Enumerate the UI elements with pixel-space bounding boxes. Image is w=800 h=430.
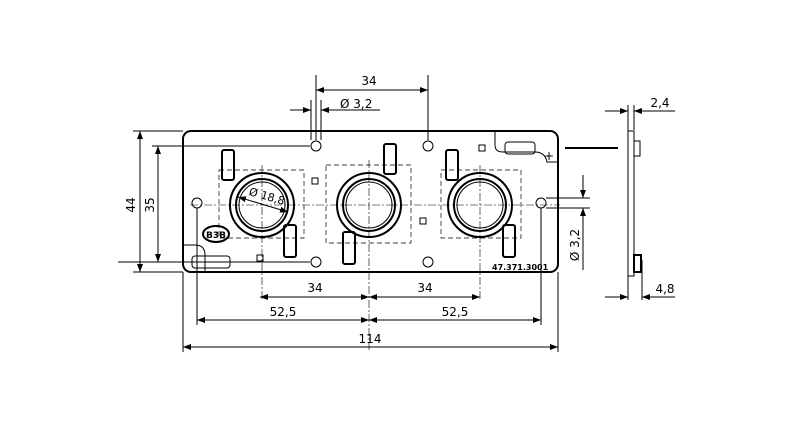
dim-side-hole: Ø 3,2 xyxy=(568,229,582,261)
dim-height-outer: 44 xyxy=(124,197,138,212)
dim-hole-diameter: Ø 3,2 xyxy=(340,97,372,111)
dim-top-spacing: 34 xyxy=(361,74,376,88)
socket-center xyxy=(325,164,412,244)
terminal-plus xyxy=(504,141,536,155)
plate-side-view xyxy=(627,130,642,277)
mounting-holes xyxy=(191,140,547,268)
dim-side-thickness: 2,4 xyxy=(650,96,669,110)
dim-side-depth: 4,8 xyxy=(655,282,674,296)
logo-badge xyxy=(202,225,230,243)
circle-diameter-label: Ø 18,8 xyxy=(247,185,286,208)
dim-bottom-right: 34 xyxy=(417,281,432,295)
dim-total-width: 114 xyxy=(359,332,382,346)
dim-bottom-left: 34 xyxy=(307,281,322,295)
plus-sign: + xyxy=(544,149,554,163)
square-marks xyxy=(256,144,486,262)
dimension-lines xyxy=(133,75,675,352)
plate-front-view: + B3B 47.371.3001 Ø 18,8 xyxy=(182,130,560,350)
part-number: 47.371.3001 xyxy=(492,263,549,272)
clips xyxy=(221,143,516,265)
dim-half-right: 52,5 xyxy=(442,305,469,319)
dim-height-holes: 35 xyxy=(143,197,157,212)
dim-half-left: 52,5 xyxy=(270,305,297,319)
logo-text: B3B xyxy=(206,231,226,241)
